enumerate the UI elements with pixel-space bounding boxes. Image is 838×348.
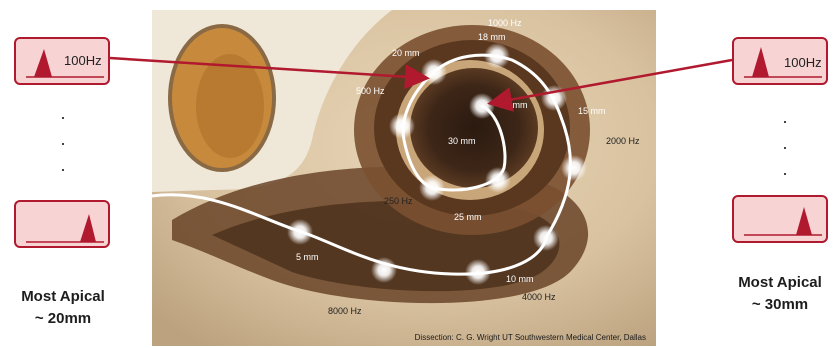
left-arrow-to-20mm	[110, 58, 425, 78]
right-arrow-to-28mm	[492, 60, 732, 103]
